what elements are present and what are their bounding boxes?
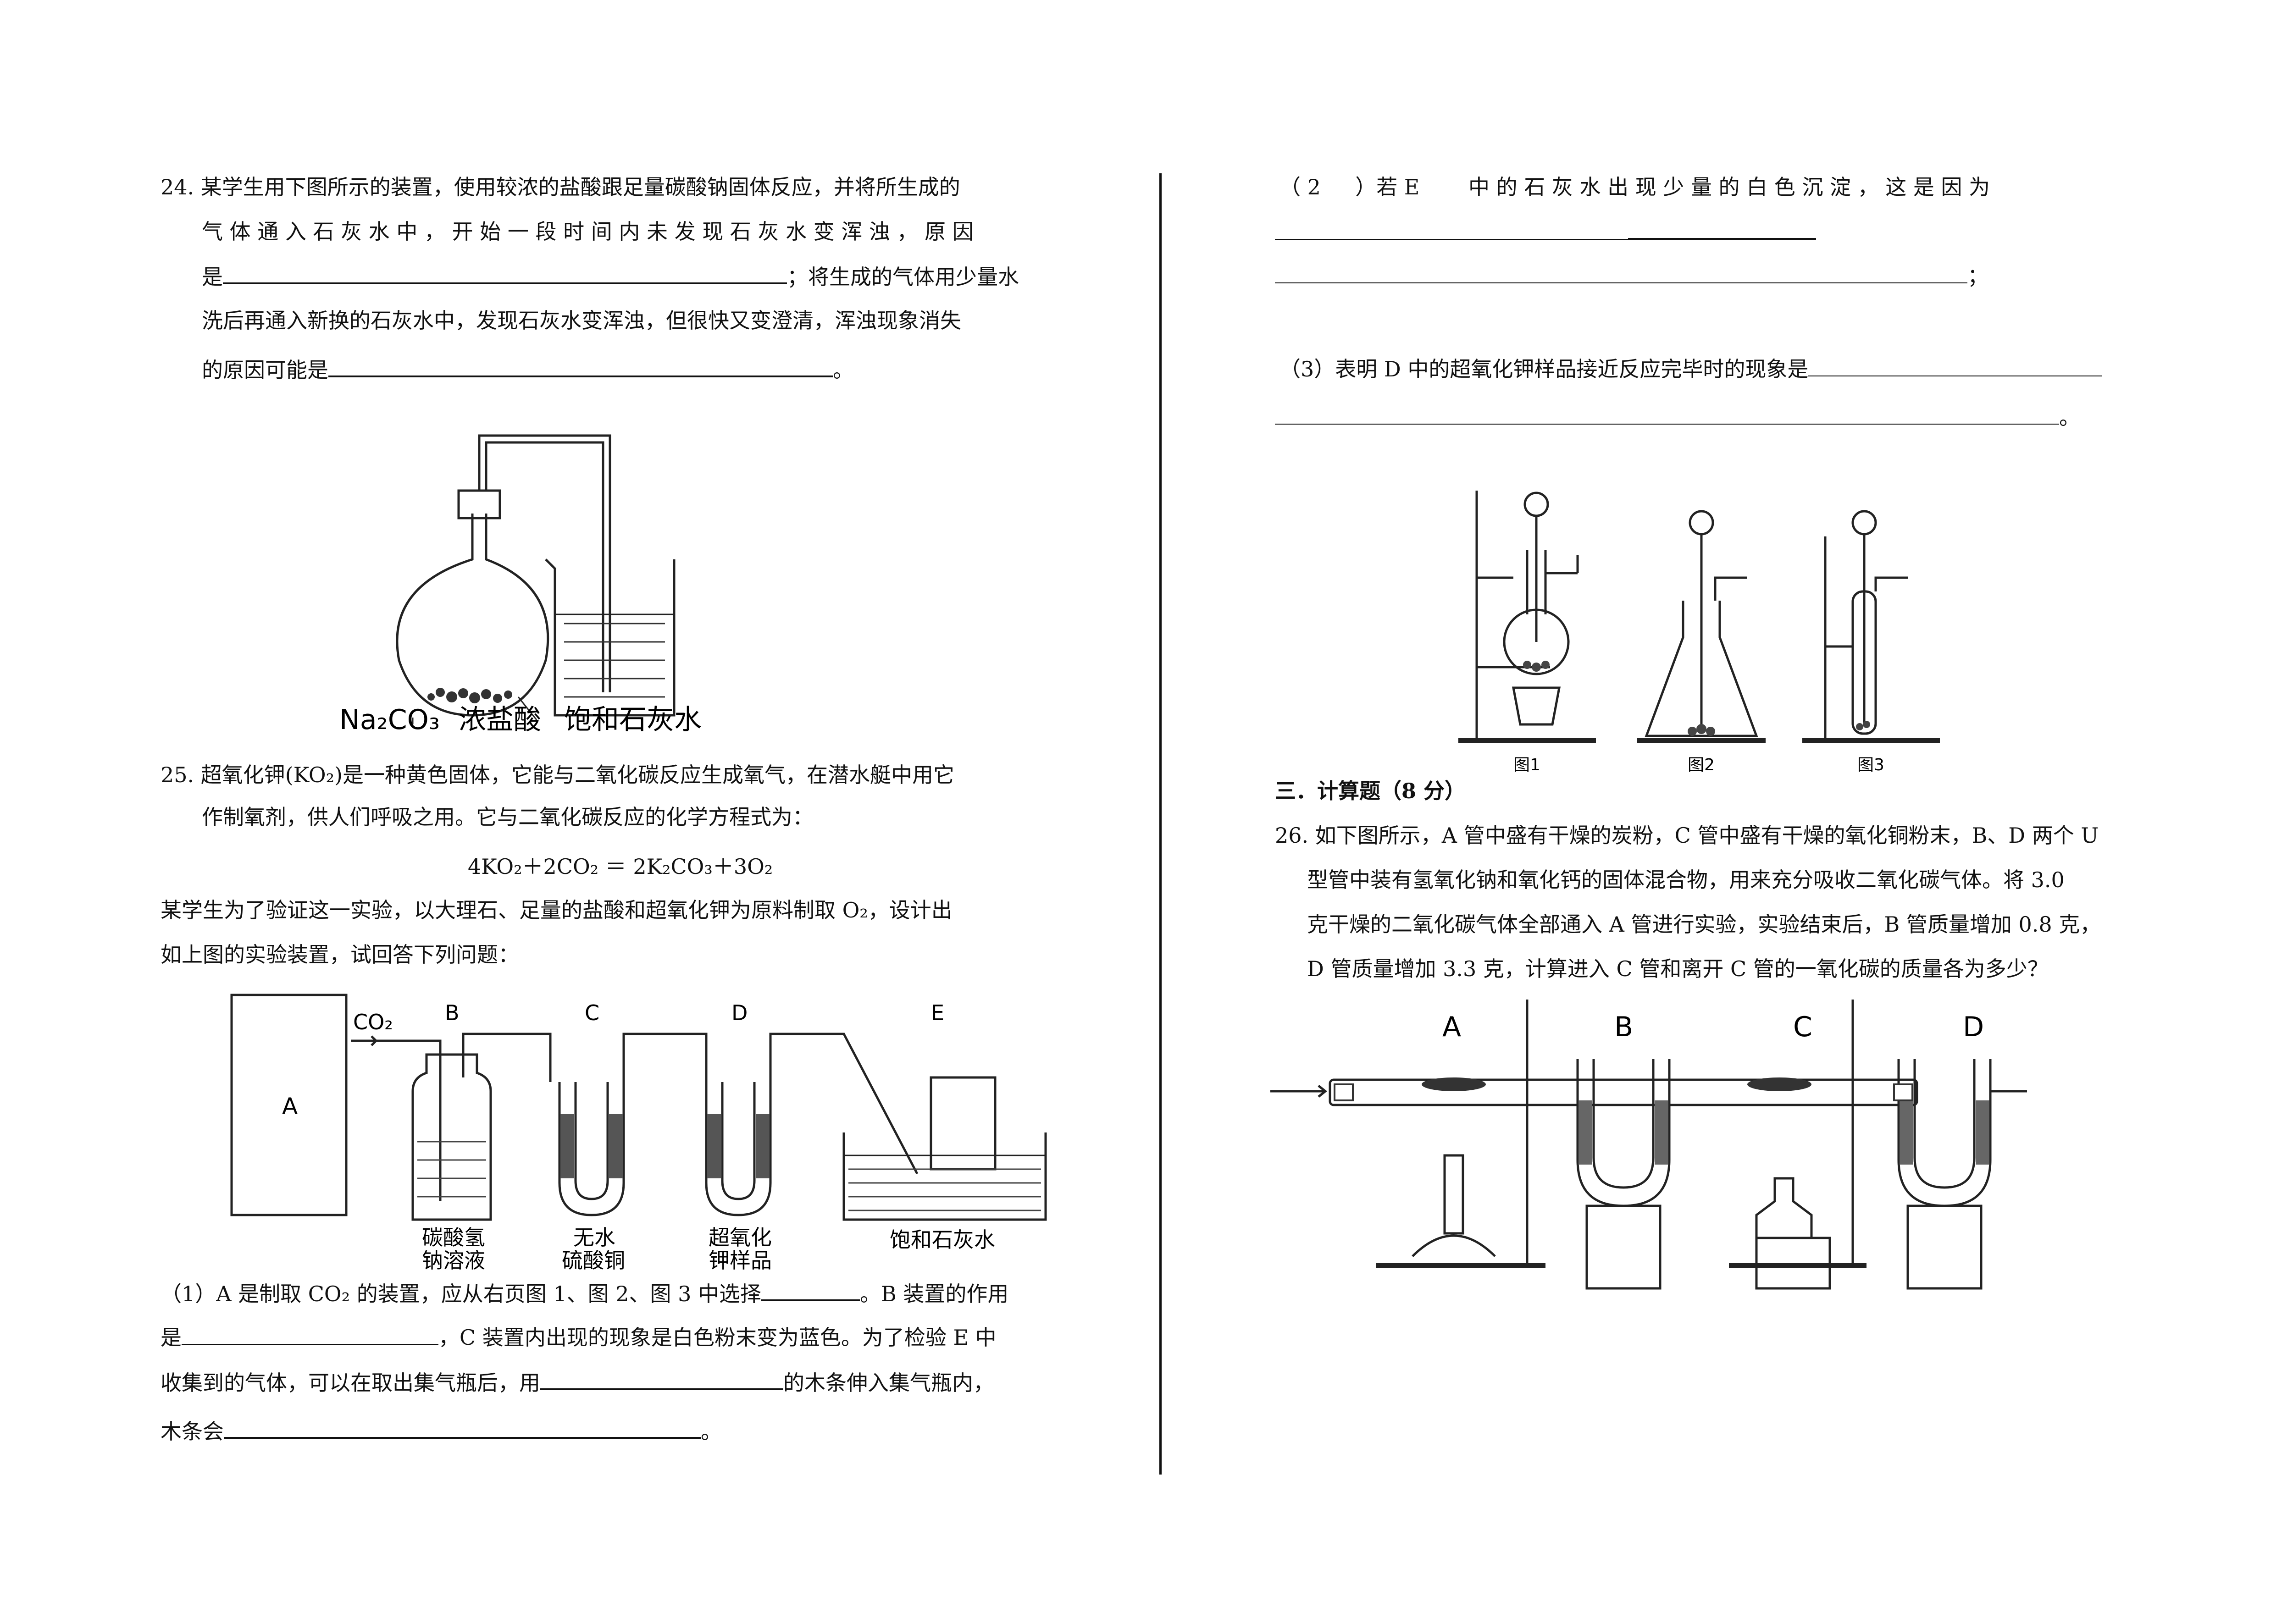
- label-a: A: [282, 1093, 298, 1120]
- label-na2co3: Na₂CO₃: [339, 704, 440, 736]
- q25-p1-line3-end: 的木条伸入集气瓶内，: [783, 1370, 994, 1395]
- answer-blank-25-1d[interactable]: [224, 1417, 701, 1439]
- caption-e: 饱和石灰水: [890, 1227, 995, 1252]
- q25-p1-line3-start: 收集到的气体，可以在取出集气瓶后，用: [161, 1370, 540, 1395]
- q25-p3-line1: （3）表明 D 中的超氧化钾样品接近反应完毕时的现象是: [1279, 355, 2102, 383]
- answer-blank-25-2c[interactable]: [1275, 262, 1967, 283]
- q25-p3-line2: 。: [1275, 403, 2080, 431]
- answer-blank-25-3a[interactable]: [1808, 355, 2102, 376]
- q24-line2: 气 体 通 入 石 灰 水 中 ， 开 始 一 段 时 间 内 未 发 现 石 …: [202, 219, 974, 244]
- q25-p1-line3: 收集到的气体，可以在取出集气瓶后，用 的木条伸入集气瓶内，: [161, 1368, 994, 1397]
- caption-d-1: 超氧化: [709, 1225, 772, 1250]
- column-divider: [1159, 173, 1162, 1475]
- answer-blank-25-2b[interactable]: [1628, 218, 1816, 240]
- q26-line2: 型管中装有氢氧化钠和氧化钙的固体混合物，用来充分吸收二氧化碳气体。将 3.0: [1307, 867, 2065, 892]
- caption-fig1: 图1: [1513, 756, 1540, 774]
- q25-p1-line1-start: （1）A 是制取 CO₂ 的装置，应从右页图 1、图 2、图 3 中选择: [161, 1282, 761, 1306]
- q25-p2-end: ；: [1967, 264, 1988, 288]
- q25-p1-line2-start: 是: [161, 1325, 182, 1350]
- label-conc-hcl: 浓盐酸: [459, 704, 541, 736]
- q25-equation: 4KO₂＋2CO₂ ＝ 2K₂CO₃＋3O₂: [468, 854, 773, 879]
- q25-line4: 如上图的实验装置，试回答下列问题：: [161, 942, 519, 967]
- caption-c-2: 硫酸铜: [562, 1248, 625, 1273]
- q25-line2: 作制氧剂，供人们呼吸之用。它与二氧化碳反应的化学方程式为：: [202, 805, 814, 829]
- q25-p3-end: 。: [2059, 405, 2080, 430]
- answer-blank-25-1c[interactable]: [540, 1368, 783, 1390]
- caption-fig2: 图2: [1688, 756, 1715, 774]
- label-d: D: [731, 1000, 748, 1025]
- caption-d-2: 钾样品: [709, 1248, 772, 1273]
- answer-blank-24a[interactable]: [223, 262, 787, 284]
- gas-generator-figures: 图1 图2 图3: [1458, 491, 1940, 774]
- q25-p1-line4-end: 。: [701, 1419, 722, 1444]
- q26-line4: D 管质量增加 3.3 克，计算进入 C 管和离开 C 管的一氧化碳的质量各为多…: [1307, 956, 2049, 981]
- q24-line1: 24. 某学生用下图所示的装置，使用较浓的盐酸跟足量碳酸钠固体反应，并将所生成的: [161, 175, 960, 199]
- caption-b-1: 碳酸氢: [422, 1225, 485, 1250]
- q25-p1-line4: 木条会 。: [161, 1417, 722, 1445]
- label-b: B: [445, 1000, 460, 1025]
- q25-p3-line1-start: （3）表明 D 中的超氧化钾样品接近反应完毕时的现象是: [1279, 357, 1809, 381]
- q26-label-d: D: [1963, 1011, 1984, 1043]
- caption-c-1: 无水: [573, 1225, 615, 1250]
- q24-apparatus-figure: Na₂CO₃ 浓盐酸 饱和石灰水: [339, 434, 702, 736]
- answer-blank-25-3b[interactable]: [1275, 403, 2059, 425]
- label-c: C: [585, 1000, 599, 1025]
- q26-label-b: B: [1614, 1011, 1633, 1043]
- q24-line3-end: ；将生成的气体用少量水: [787, 265, 1019, 289]
- q25-p2-line3: ；: [1275, 262, 1988, 290]
- q26-line1: 26. 如下图所示，A 管中盛有干燥的炭粉，C 管中盛有干燥的氧化铜粉末，B、D…: [1275, 823, 2099, 848]
- q26-label-a: A: [1442, 1011, 1461, 1043]
- q24-line5-end: 。: [833, 358, 854, 382]
- q25-p2-line1: （ 2 ）若 E 中 的 石 灰 水 出 现 少 量 的 白 色 沉 淀 ， 这…: [1279, 175, 1990, 199]
- q24-line5: 的原因可能是 。: [202, 355, 854, 384]
- q25-p1-line2: 是 ，C 装置内出现的现象是白色粉末变为蓝色。为了检验 E 中: [161, 1324, 997, 1351]
- answer-blank-25-2a[interactable]: [1275, 219, 1628, 240]
- section3-title: 三．计算题（8 分）: [1275, 779, 1466, 803]
- q25-p1-line1-end: 。B 装置的作用: [860, 1282, 1009, 1306]
- caption-fig3: 图3: [1857, 756, 1884, 774]
- q25-p2-line2: [1275, 218, 1816, 246]
- q25-p1-line1: （1）A 是制取 CO₂ 的装置，应从右页图 1、图 2、图 3 中选择 。B 装…: [161, 1279, 1008, 1308]
- q25-p1-line2-end: ，C 装置内出现的现象是白色粉末变为蓝色。为了检验 E 中: [438, 1325, 997, 1350]
- q25-line1: 25. 超氧化钾(KO₂)是一种黄色固体，它能与二氧化碳反应生成氧气，在潜水艇中…: [161, 762, 954, 787]
- q25-line3: 某学生为了验证这一实验，以大理石、足量的盐酸和超氧化钾为原料制取 O₂，设计出: [161, 898, 953, 922]
- label-co2: CO₂: [353, 1010, 393, 1034]
- q25-apparatus-figure: A CO₂ B C D E 碳酸氢 钠溶液 无水 硫酸铜 超氧化 钾样品 饱和石…: [230, 994, 1047, 1273]
- q26-label-c: C: [1793, 1011, 1812, 1043]
- q24-line5-start: 的原因可能是: [202, 358, 328, 382]
- answer-blank-25-1b[interactable]: [182, 1324, 438, 1345]
- q25-p1-line4-start: 木条会: [161, 1419, 224, 1444]
- q24-line3: 是 ；将生成的气体用少量水: [202, 262, 1019, 291]
- answer-blank-25-1a[interactable]: [761, 1279, 860, 1301]
- q24-line4: 洗后再通入新换的石灰水中，发现石灰水变浑浊，但很快又变澄清，浑浊现象消失: [202, 308, 961, 333]
- caption-b-2: 钠溶液: [422, 1248, 485, 1273]
- q26-line3: 克干燥的二氧化碳气体全部通入 A 管进行实验，实验结束后，B 管质量增加 0.8…: [1307, 912, 2101, 937]
- answer-blank-24b[interactable]: [328, 355, 833, 377]
- label-e: E: [931, 1000, 944, 1025]
- q24-line3-start: 是: [202, 265, 223, 289]
- label-limewater: 饱和石灰水: [564, 704, 702, 736]
- q26-apparatus-figure: A B C D: [1270, 1000, 2027, 1290]
